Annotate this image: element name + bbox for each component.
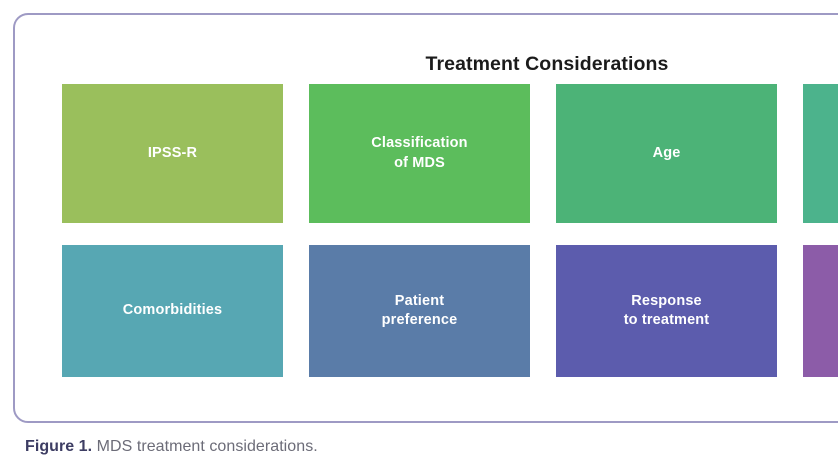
consideration-box-label: Patient preference — [381, 292, 458, 328]
consideration-box-label: Classification of MDS — [371, 135, 468, 171]
consideration-box-label: IPSS-R — [147, 144, 198, 161]
consideration-box[interactable] — [803, 245, 838, 377]
consideration-box[interactable]: Patient preference — [309, 245, 530, 377]
consideration-row-2: Comorbidities Patient preference Response … — [62, 245, 838, 377]
figure-title: Treatment Considerations — [425, 53, 669, 75]
consideration-row-1: IPSS-R Classification of MDS Age — [62, 84, 838, 223]
consideration-box[interactable]: Classification of MDS — [309, 84, 530, 223]
consideration-box-label: Response to treatment — [623, 292, 710, 328]
figure-caption-label: Figure 1. — [25, 438, 93, 455]
consideration-box-label: Age — [652, 144, 681, 161]
consideration-box-label: Comorbidities — [122, 302, 223, 319]
consideration-box[interactable] — [803, 84, 838, 223]
consideration-box[interactable]: Age — [556, 84, 777, 223]
consideration-box[interactable]: IPSS-R — [62, 84, 283, 223]
consideration-box[interactable]: Comorbidities — [62, 245, 283, 377]
figure-caption-text: MDS treatment considerations. — [92, 438, 318, 455]
consideration-box[interactable]: Response to treatment — [556, 245, 777, 377]
figure-caption: Figure 1. MDS treatment considerations. — [25, 438, 318, 456]
